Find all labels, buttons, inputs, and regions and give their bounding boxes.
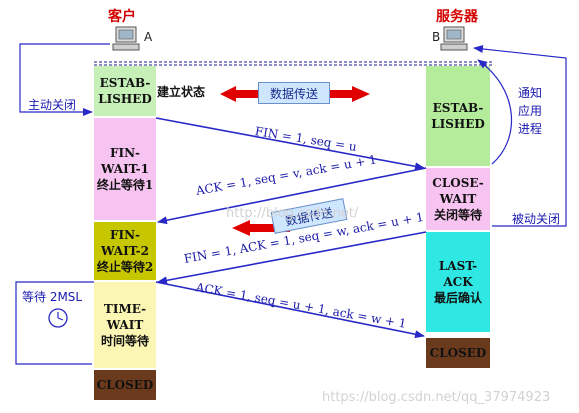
client-state-established: ESTAB- LISHED [94, 66, 156, 116]
watermark-center: http://blog.csdn.net/ [226, 206, 359, 221]
passive-close-arrow [473, 44, 567, 227]
data-transfer-box-1: 数据传送 [258, 82, 330, 104]
state-line1: ESTAB- [99, 76, 151, 90]
active-close-label: 主动关闭 [28, 98, 77, 112]
state-line1: TIME-WAIT [103, 302, 147, 332]
state-line1: CLOSED [96, 378, 154, 392]
client-established-suffix: 建立状态 [157, 85, 206, 99]
state-line1: CLOSED [429, 346, 487, 360]
notify-app-label: 通知 应用 进程 [518, 84, 542, 138]
state-line1: FIN-WAIT-1 [101, 146, 149, 176]
notify-app-line: 进程 [518, 122, 543, 136]
clock-icon [48, 308, 68, 328]
active-close-arrow [19, 43, 110, 116]
client-computer-icon [112, 26, 140, 51]
state-line1: LAST-ACK [438, 259, 478, 289]
notify-app-line: 应用 [518, 104, 543, 118]
server-state-established: ESTAB- LISHED [426, 66, 490, 166]
msg-ack-arrow [157, 167, 427, 225]
state-line2: LISHED [431, 117, 485, 131]
server-computer-icon [440, 26, 468, 51]
msg-last-ack-arrow [155, 281, 425, 339]
wait-2msl-label: 等待 2MSL [22, 290, 83, 304]
msg-fin-ack-arrow [157, 231, 427, 285]
state-line1: FIN-WAIT-2 [101, 228, 149, 258]
server-title: 服务器 [436, 9, 478, 25]
state-line1: CLOSE-WAIT [432, 176, 484, 206]
server-state-close-wait: CLOSE-WAIT 关闭等待 [426, 168, 490, 230]
state-line2: 终止等待2 [96, 260, 154, 274]
state-line2: 关闭等待 [433, 208, 482, 222]
passive-close-label: 被动关闭 [512, 212, 561, 226]
server-state-closed: CLOSED [426, 338, 490, 368]
server-state-last-ack: LAST-ACK 最后确认 [426, 232, 490, 332]
notify-app-line: 通知 [518, 86, 543, 100]
client-state-fin-wait-2: FIN-WAIT-2 终止等待2 [94, 222, 156, 280]
client-state-closed: CLOSED [94, 370, 156, 400]
state-line2: LISHED [98, 92, 152, 106]
msg-fin-arrow [155, 117, 425, 171]
wait-2msl-bracket [15, 281, 94, 365]
watermark-bottom: https://blog.csdn.net/qq_37974923 [322, 390, 551, 405]
client-title: 客户 [108, 9, 136, 25]
state-line2: 最后确认 [433, 291, 482, 305]
state-line2: 时间等待 [100, 334, 149, 348]
state-line2: 终止等待1 [96, 178, 154, 192]
notify-app-arrow [477, 59, 513, 165]
state-line1: ESTAB- [432, 101, 484, 115]
client-state-time-wait: TIME-WAIT 时间等待 [94, 282, 156, 368]
client-state-fin-wait-1: FIN-WAIT-1 终止等待1 [94, 118, 156, 220]
server-host-label: B [432, 30, 441, 44]
client-host-label: A [144, 30, 153, 44]
